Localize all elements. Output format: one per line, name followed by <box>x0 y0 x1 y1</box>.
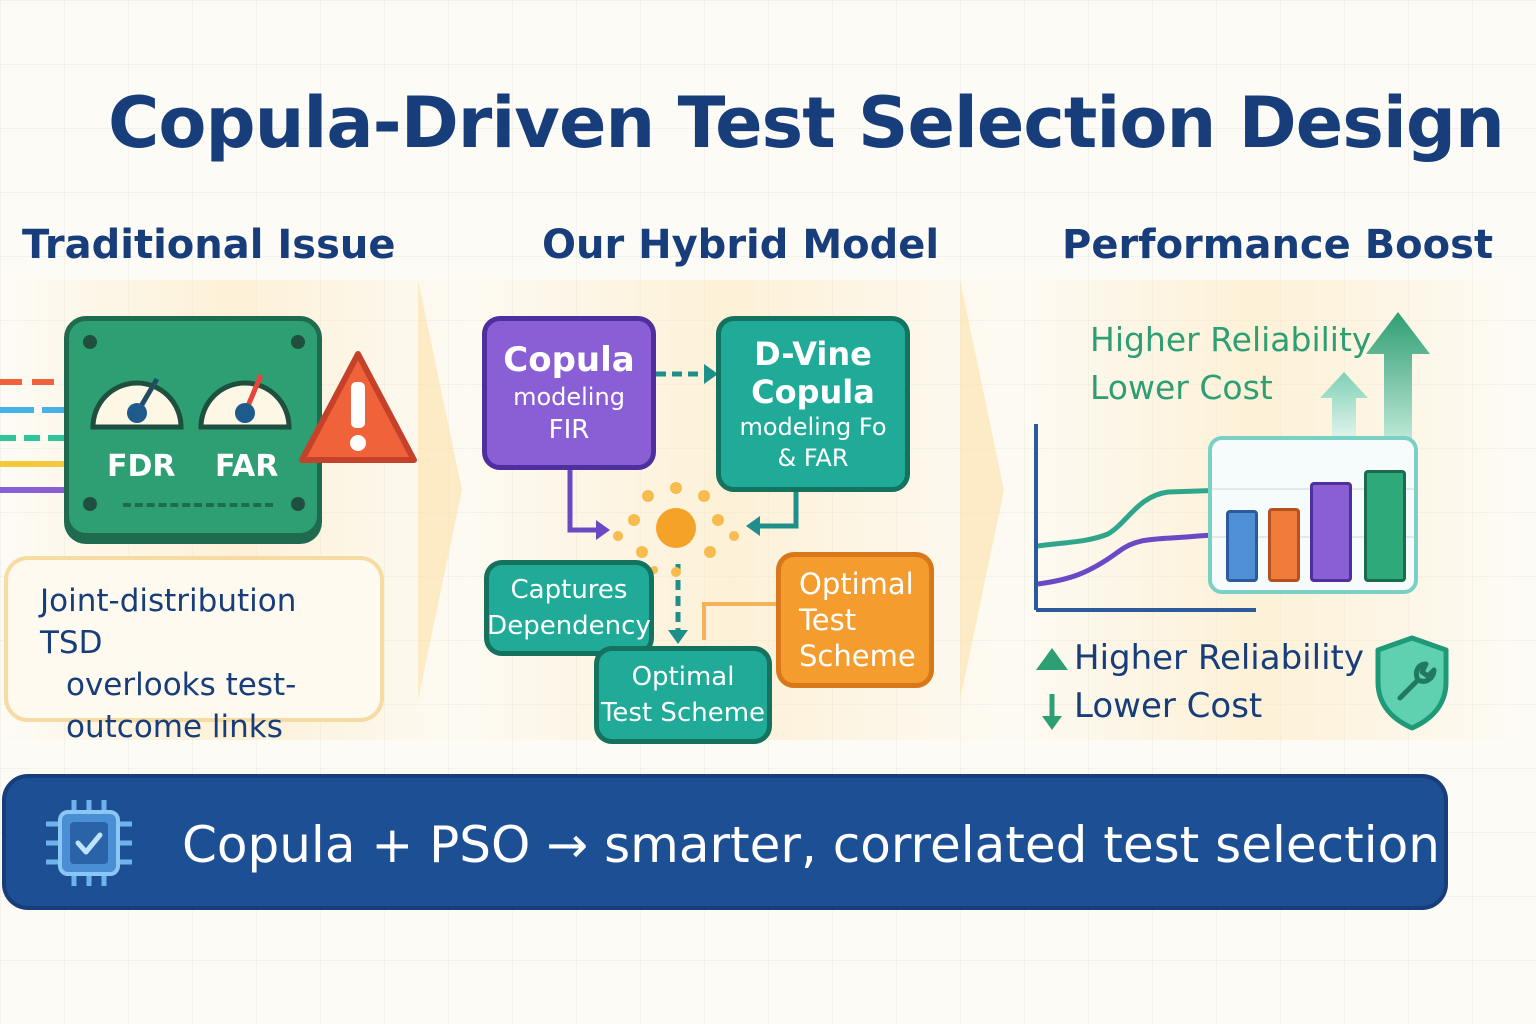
optimal-teal-line: Test Scheme <box>600 698 766 728</box>
bar-chart-panel <box>1208 436 1418 594</box>
chip-check-icon <box>46 800 132 886</box>
up-arrow-icon <box>1320 312 1430 440</box>
dvine-box-line: & FAR <box>777 444 849 472</box>
dvine-box-title: D-Vine <box>754 335 872 373</box>
issue-line: Joint-distribution TSD <box>40 583 297 661</box>
gauge-label-fdr: FDR <box>107 449 176 484</box>
instrument-panel: FDR FAR <box>64 316 322 538</box>
copula-box: Copula modeling FIR <box>482 316 656 470</box>
panel-screw <box>291 497 305 511</box>
panel-screw <box>83 497 97 511</box>
optimal-scheme-orange-box: Optimal Test Scheme <box>776 552 934 688</box>
optimal-teal-line: Optimal <box>631 662 735 692</box>
page-title: Copula-Driven Test Selection Design <box>108 82 1505 164</box>
panel-screw <box>291 335 305 349</box>
dvine-box-line: modeling Fo <box>739 413 887 441</box>
banner-text: Copula + PSO → smarter, correlated test … <box>182 816 1440 874</box>
sun-node-icon <box>613 482 739 577</box>
signal-lines <box>0 379 70 493</box>
optimal-orange-line: Scheme <box>799 639 916 673</box>
heading-performance-boost: Performance Boost <box>1062 222 1494 268</box>
copula-box-line: FIR <box>548 415 590 445</box>
top-reliability-text: Higher Reliability <box>1090 320 1372 359</box>
gauge-label-far: FAR <box>215 449 279 484</box>
issue-line: overlooks test- <box>66 667 297 703</box>
flow-connectors <box>567 364 799 644</box>
gauge-icon <box>198 374 292 430</box>
down-arrow-icon <box>1042 694 1062 730</box>
issue-card: Joint-distribution TSD overlooks test- o… <box>4 556 384 745</box>
bar <box>1226 510 1258 582</box>
chevron-right-icon <box>418 280 462 700</box>
panel-screw <box>83 335 97 349</box>
up-triangle-icon <box>1036 648 1068 670</box>
chevron-right-icon <box>960 280 1004 700</box>
optimal-orange-line: Optimal <box>799 567 914 601</box>
heading-hybrid-model: Our Hybrid Model <box>542 222 940 268</box>
bar <box>1310 482 1352 582</box>
captures-line: Captures <box>510 575 628 605</box>
optimal-scheme-teal-box: Optimal Test Scheme <box>594 646 772 744</box>
copula-box-title: Copula <box>503 340 635 380</box>
dvine-box: D-Vine Copula modeling Fo & FAR <box>716 316 910 492</box>
optimal-orange-line: Test <box>799 603 857 637</box>
performance-line-chart <box>1034 424 1256 612</box>
panel-slot <box>123 503 273 511</box>
bar <box>1268 508 1300 582</box>
copula-box-line: modeling <box>513 383 625 411</box>
captures-line: Dependency <box>487 611 651 641</box>
bar <box>1364 470 1406 582</box>
top-cost-text: Lower Cost <box>1090 368 1273 407</box>
captures-dependency-box: Captures Dependency <box>484 560 654 656</box>
shield-wrench-icon <box>1375 635 1449 731</box>
warning-icon <box>299 351 417 463</box>
heading-traditional-issue: Traditional Issue <box>22 222 396 268</box>
gauge-icon <box>90 377 184 430</box>
legend-lower-cost: Lower Cost <box>1074 686 1263 726</box>
dvine-box-title: Copula <box>751 373 875 411</box>
issue-line: outcome links <box>66 709 283 745</box>
legend-higher-reliability: Higher Reliability <box>1074 638 1364 678</box>
summary-banner: Copula + PSO → smarter, correlated test … <box>2 774 1448 910</box>
